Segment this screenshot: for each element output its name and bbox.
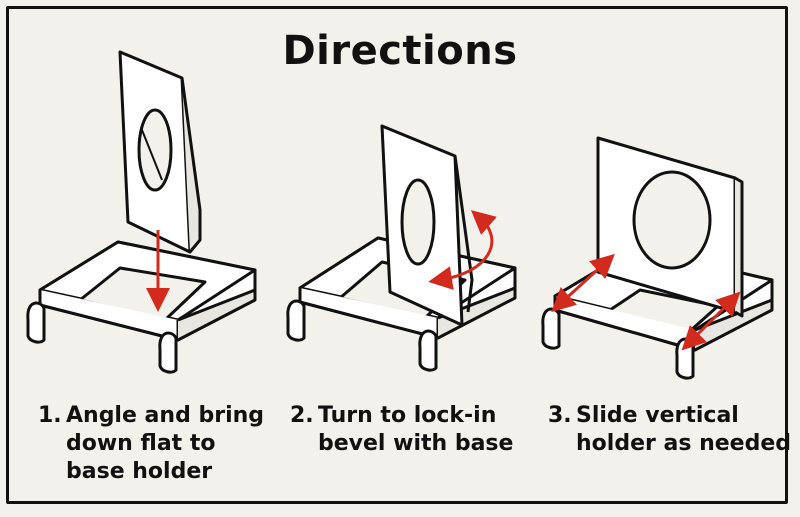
rotate-arrow (428, 210, 497, 290)
vertical-holder-panel (380, 124, 474, 327)
step-1-caption: 1.Angle and bring down flat to base hold… (38, 403, 265, 484)
vertical-holder-panel (118, 50, 202, 254)
card-border (6, 6, 788, 504)
step-2-illustration (286, 124, 517, 372)
base-holder (26, 240, 257, 374)
double-headed-arrows (551, 253, 741, 351)
vertical-holder-panel (596, 136, 744, 318)
step-1-illustration (26, 50, 257, 374)
step-3-caption: 3.Slide vertical holder as needed (548, 403, 792, 456)
page-title: Directions (282, 28, 518, 74)
step-2-caption: 2.Turn to lock-in bevel with base (290, 403, 514, 456)
step-3-illustration (541, 136, 774, 380)
